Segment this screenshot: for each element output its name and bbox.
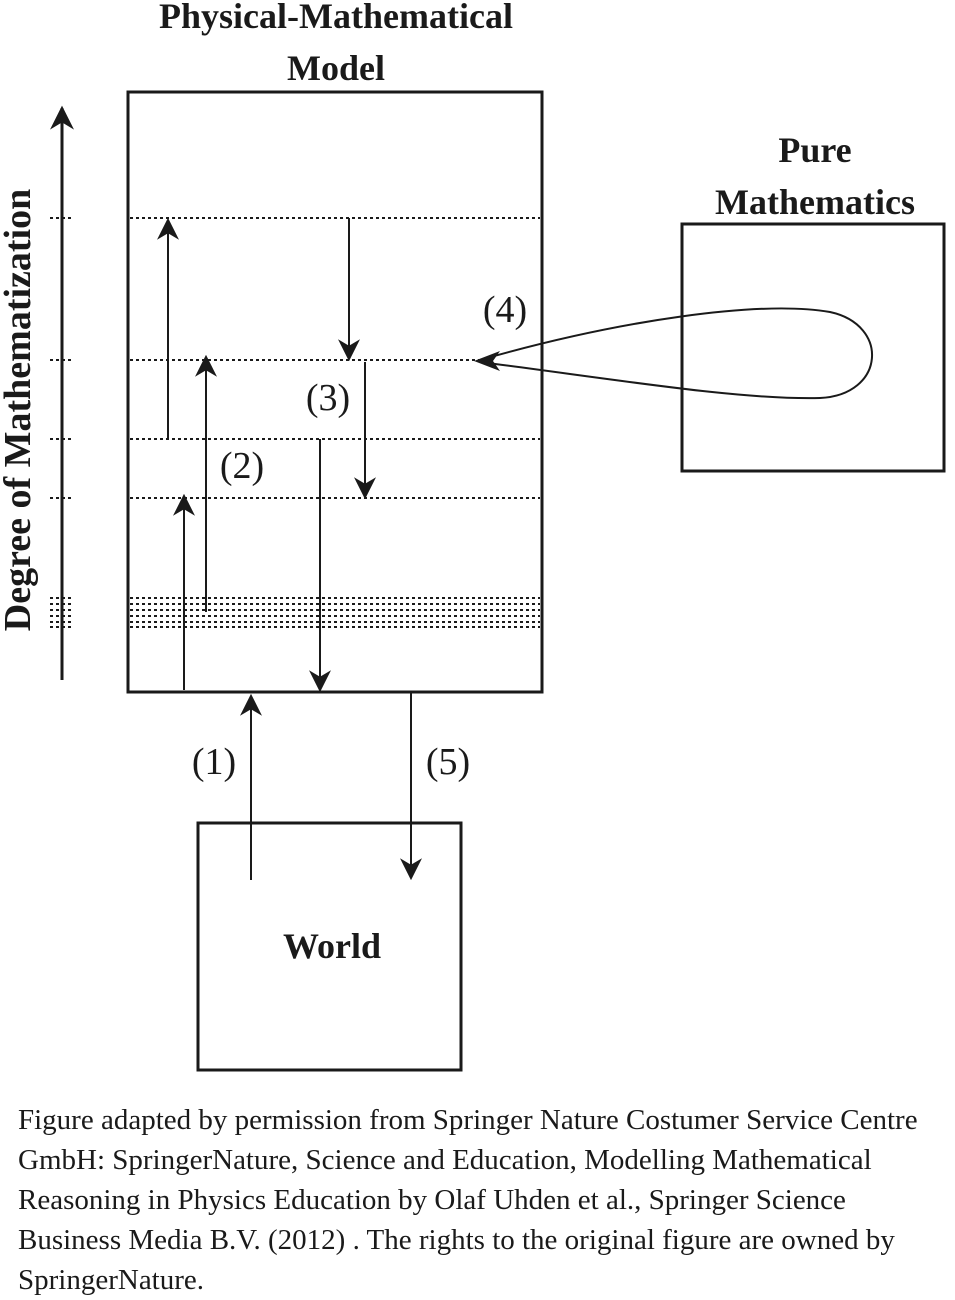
modelling-diagram: Physical-Mathematical Model Pure Mathema… — [0, 0, 946, 1072]
loop-arrowhead-4 — [474, 351, 500, 371]
world-box — [196, 821, 463, 1072]
loop-curve-4 — [479, 307, 874, 400]
step-4-label: (4) — [483, 289, 527, 331]
world-label: World — [283, 926, 381, 966]
figure-caption: Figure adapted by permission from Spring… — [18, 1104, 918, 1296]
model-title-line1: Physical-Mathematical — [159, 0, 513, 36]
model-levels — [130, 217, 540, 628]
model-title-line2: Model — [287, 48, 385, 88]
axis-label: Degree of Mathematization — [0, 189, 39, 631]
model-box — [126, 90, 544, 694]
pure-math-title-line2: Mathematics — [715, 182, 915, 222]
pure-math-box — [680, 222, 946, 473]
model-arrows — [157, 217, 376, 693]
pure-math-title-line1: Pure — [778, 130, 851, 170]
step-3-label: (3) — [306, 377, 350, 419]
step-5-label: (5) — [426, 741, 470, 783]
step-1-label: (1) — [192, 741, 236, 783]
axis-ticks — [50, 217, 74, 628]
step-2-label: (2) — [220, 445, 264, 487]
